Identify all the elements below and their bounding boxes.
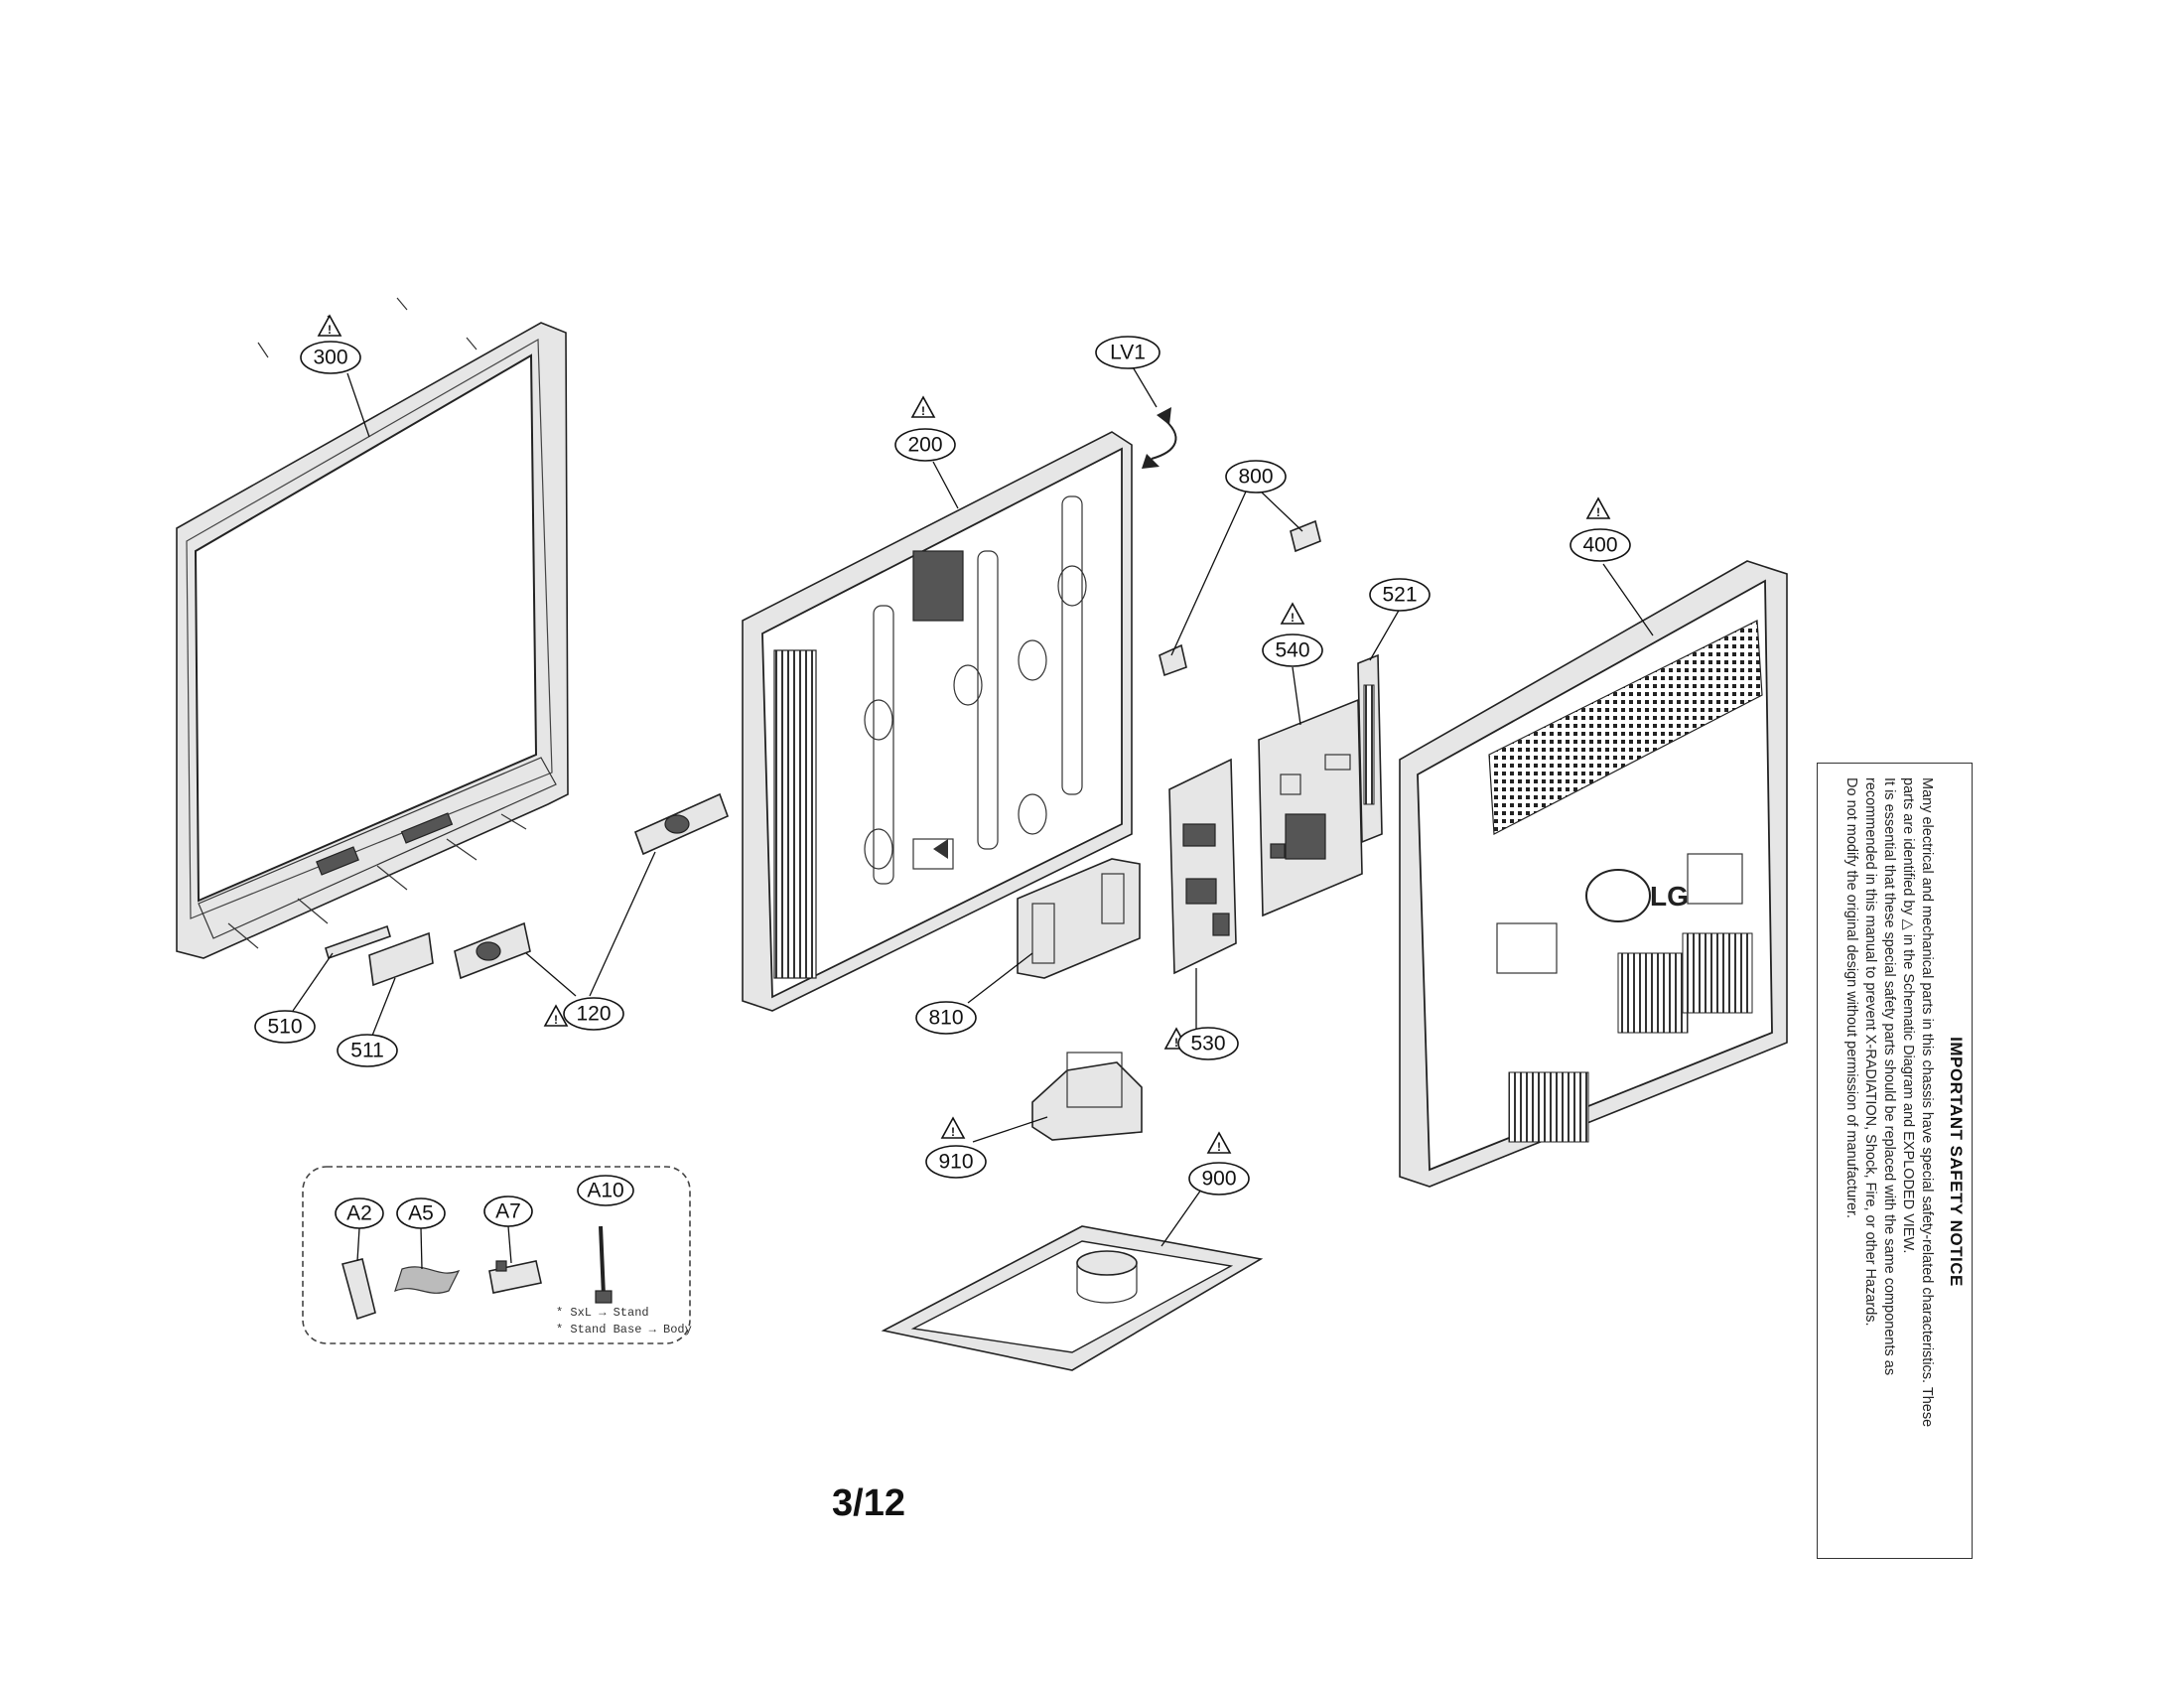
rotation-arrow-lv1 [1142, 407, 1177, 469]
callout-540: 540 [1262, 633, 1323, 667]
svg-text:!: ! [951, 1125, 955, 1139]
callout-510: 510 [254, 1010, 316, 1044]
front-bezel-part-300 [176, 297, 569, 959]
warning-icon: ! [1280, 602, 1305, 625]
warning-icon: ! [940, 1116, 966, 1139]
bracket-part-810 [1017, 858, 1141, 979]
leader-lines [292, 364, 1654, 1270]
power-board-part-530 [1168, 758, 1237, 975]
callout-lv1: LV1 [1095, 336, 1160, 369]
svg-text:!: ! [554, 1013, 558, 1027]
svg-text:800: 800 [1238, 466, 1273, 489]
callout-200: 200 [894, 428, 956, 462]
svg-text:540: 540 [1275, 639, 1309, 662]
main-board-part-540 [1258, 698, 1363, 917]
safety-notice-line: It is essential that these special safet… [1881, 777, 1897, 1376]
warning-icon: ! [1585, 496, 1611, 519]
warning-icon: ! [317, 314, 342, 337]
svg-text:200: 200 [907, 434, 942, 457]
svg-text:!: ! [1291, 611, 1295, 625]
callout-a2: A2 [335, 1197, 384, 1229]
svg-text:120: 120 [576, 1003, 611, 1026]
callout-900: 900 [1188, 1162, 1250, 1196]
stand-base-part-900 [881, 1225, 1264, 1371]
callout-400: 400 [1570, 528, 1631, 562]
safety-notice-line: Do not modify the original design withou… [1843, 777, 1859, 1219]
accessory-note-2: * Stand Base → Body [556, 1323, 692, 1336]
svg-text:521: 521 [1382, 584, 1417, 607]
callout-a10: A10 [577, 1175, 634, 1206]
svg-text:A7: A7 [495, 1200, 521, 1223]
callout-300: 300 [300, 341, 361, 374]
chassis-frame-part-200 [742, 431, 1133, 1012]
accessory-note-1: * SxL → Stand [556, 1306, 649, 1320]
svg-text:!: ! [1596, 505, 1600, 519]
accessory-box: * SxL → Stand * Stand Base → Body [302, 1166, 692, 1344]
small-parts-510-511-120 [325, 792, 730, 987]
warning-icon: ! [910, 395, 936, 418]
svg-text:530: 530 [1190, 1033, 1225, 1055]
warning-icon: ! [1206, 1131, 1232, 1154]
svg-text:LV1: LV1 [1110, 342, 1146, 364]
callout-a5: A5 [396, 1197, 446, 1229]
callout-511: 511 [337, 1034, 398, 1067]
svg-text:300: 300 [313, 347, 347, 369]
svg-text:!: ! [1217, 1140, 1221, 1154]
svg-text:510: 510 [267, 1016, 302, 1039]
safety-notice-content: IMPORTANT SAFETY NOTICE Many electrical … [1818, 764, 1972, 1558]
brand-logo-text: LG [1650, 881, 1689, 912]
callout-530: 530 [1177, 1027, 1239, 1060]
stand-body-part-910 [1031, 1052, 1143, 1141]
safety-notice-line: recommended in this manual to prevent X-… [1862, 777, 1878, 1327]
callout-521: 521 [1369, 578, 1431, 612]
svg-text:!: ! [1174, 1036, 1178, 1050]
svg-text:A10: A10 [587, 1180, 623, 1202]
page-number: 3/12 [832, 1482, 905, 1524]
svg-text:400: 400 [1582, 534, 1617, 557]
svg-text:900: 900 [1201, 1168, 1236, 1191]
callout-810: 810 [915, 1001, 977, 1035]
back-cover-part-400: LG [1399, 560, 1788, 1188]
safety-notice-title: IMPORTANT SAFETY NOTICE [1947, 1037, 1966, 1287]
svg-text:810: 810 [928, 1007, 963, 1030]
svg-text:511: 511 [350, 1040, 383, 1062]
side-board-part-521 [1357, 653, 1383, 844]
svg-text:A5: A5 [408, 1202, 434, 1225]
warning-icon: ! [543, 1004, 569, 1027]
svg-text:!: ! [921, 404, 925, 418]
callout-910: 910 [925, 1145, 987, 1179]
svg-text:!: ! [328, 323, 332, 337]
callout-a7: A7 [483, 1196, 533, 1227]
safety-notice-line: parts are identified by △ in the Schemat… [1900, 777, 1916, 1254]
safety-notice-line: Many electrical and mechanical parts in … [1919, 777, 1935, 1428]
callout-120: 120 [563, 997, 624, 1031]
callout-800: 800 [1225, 460, 1287, 493]
svg-text:910: 910 [938, 1151, 973, 1174]
safety-notice-box: IMPORTANT SAFETY NOTICE Many electrical … [1817, 763, 1973, 1559]
svg-text:A2: A2 [346, 1202, 372, 1225]
